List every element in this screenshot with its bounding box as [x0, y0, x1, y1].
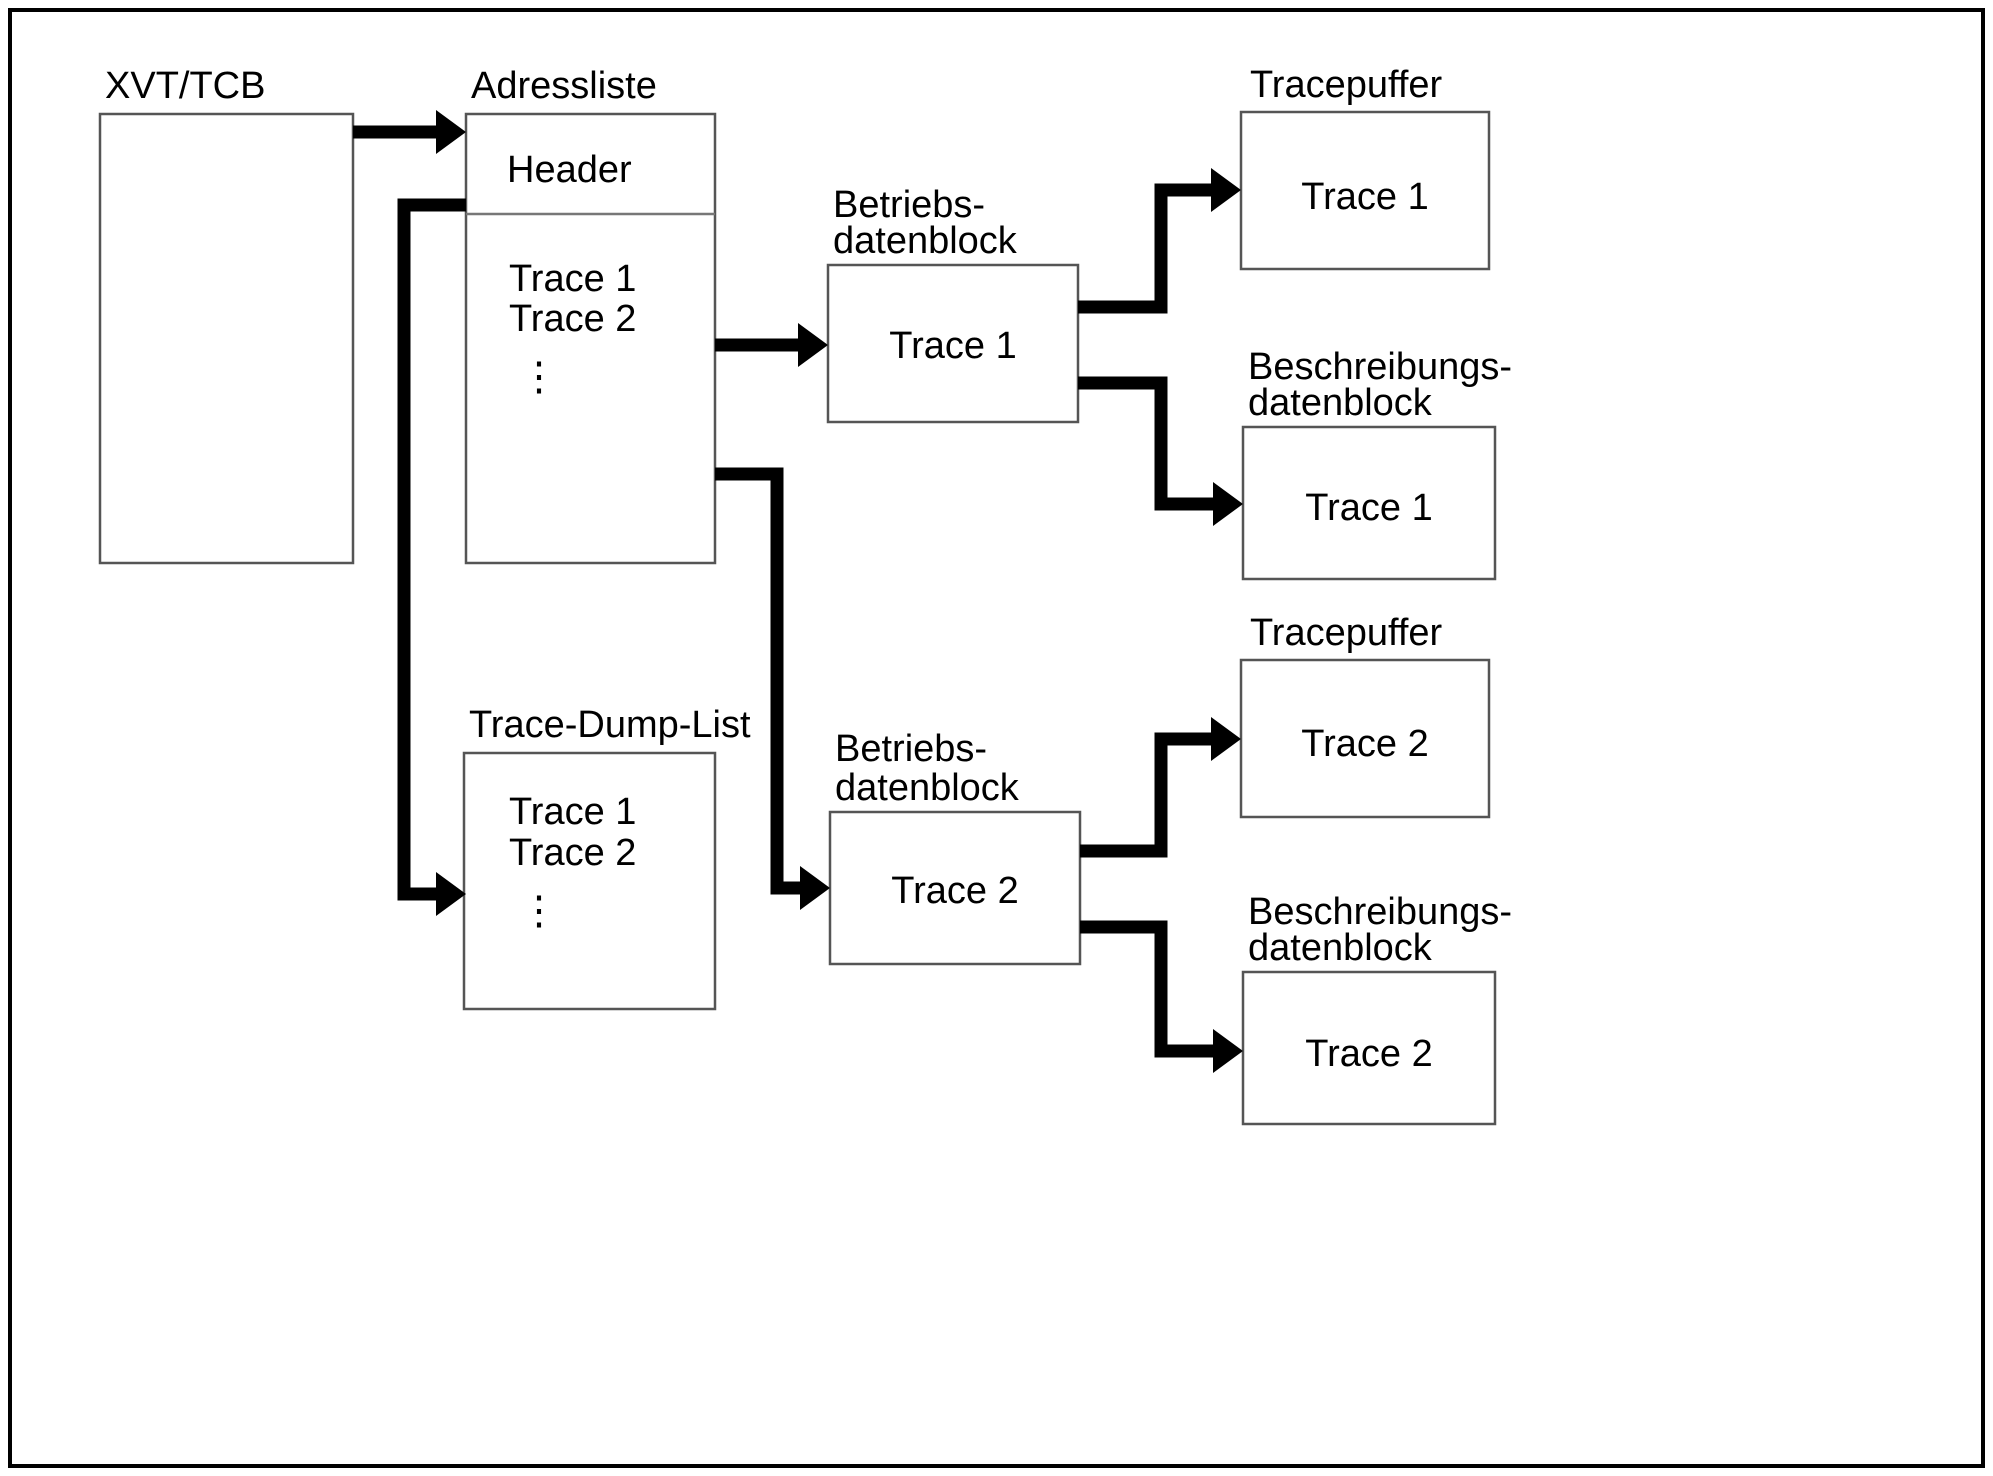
connector-betriebsdatenblock-top-to-beschreibungsdatenblock-top [1078, 376, 1217, 511]
caption-betriebsdatenblock-top-line2: datenblock [833, 220, 1018, 262]
tracepuffer-top-box[interactable] [1239, 110, 1491, 271]
caption-beschreibungsdatenblock-bottom-line2: datenblock [1248, 927, 1433, 969]
adressliste-ellipsis: ⋮ [519, 355, 559, 399]
arrowhead-adressliste-to-trace-dump-list [436, 872, 466, 916]
arrowhead-adressliste-to-betriebsdatenblock-top [798, 323, 828, 367]
adressliste-entry-2: Trace 2 [509, 298, 636, 340]
beschreibungsdatenblock-top-box[interactable] [1241, 425, 1497, 581]
tracepuffer-bottom-box[interactable] [1239, 658, 1491, 819]
betriebsdatenblock-bottom-label: Trace 2 [891, 870, 1018, 912]
arrowhead-betriebsdatenblock-top-to-tracepuffer-top [1211, 168, 1241, 212]
caption-xvt-tcb: XVT/TCB [105, 65, 265, 107]
trace-dump-list-entry-2: Trace 2 [509, 832, 636, 874]
adressliste-entry-1: Trace 1 [509, 258, 636, 300]
betriebsdatenblock-top-label: Trace 1 [889, 325, 1016, 367]
page-frame [8, 8, 1985, 1468]
tracepuffer-bottom-label: Trace 2 [1301, 723, 1428, 765]
beschreibungsdatenblock-top-label: Trace 1 [1305, 487, 1432, 529]
arrowhead-xvt-to-adressliste [436, 110, 466, 154]
caption-beschreibungsdatenblock-top-line2: datenblock [1248, 382, 1433, 424]
arrowhead-betriebsdatenblock-bottom-to-tracepuffer-bottom [1211, 717, 1241, 761]
trace-dump-list-entry-1: Trace 1 [509, 791, 636, 833]
betriebsdatenblock-top-box[interactable] [826, 263, 1080, 424]
connector-betriebsdatenblock-bottom-to-tracepuffer-bottom [1080, 732, 1215, 858]
trace-dump-list-box[interactable] [462, 751, 717, 1011]
adressliste-box[interactable] [464, 112, 717, 565]
caption-betriebsdatenblock-top-line1: Betriebs- [833, 184, 985, 226]
connector-adressliste-to-trace-dump-list [397, 198, 466, 901]
caption-tracepuffer-top: Tracepuffer [1250, 64, 1443, 106]
arrowhead-betriebsdatenblock-bottom-to-beschreibungsdatenblock-bottom [1213, 1029, 1243, 1073]
xvt-tcb-box[interactable] [98, 112, 355, 565]
caption-beschreibungsdatenblock-bottom-line1: Beschreibungs- [1248, 891, 1512, 933]
caption-adressliste: Adressliste [471, 65, 657, 107]
arrowhead-betriebsdatenblock-top-to-beschreibungsdatenblock-top [1213, 482, 1243, 526]
tracepuffer-top-label: Trace 1 [1301, 176, 1428, 218]
beschreibungsdatenblock-bottom-box[interactable] [1241, 970, 1497, 1126]
caption-tracepuffer-bottom: Tracepuffer [1250, 612, 1443, 654]
adressliste-header-label: Header [507, 149, 632, 191]
connector-adressliste-to-betriebsdatenblock-bottom [715, 467, 804, 895]
connector-betriebsdatenblock-bottom-to-beschreibungsdatenblock-bottom [1080, 920, 1217, 1058]
caption-beschreibungsdatenblock-top-line1: Beschreibungs- [1248, 346, 1512, 388]
beschreibungsdatenblock-bottom-label: Trace 2 [1305, 1033, 1432, 1075]
caption-betriebsdatenblock-bottom-line2: datenblock [835, 767, 1020, 809]
connector-betriebsdatenblock-top-to-tracepuffer-top [1078, 183, 1215, 314]
caption-trace-dump-list: Trace-Dump-List [469, 704, 751, 746]
arrowhead-adressliste-to-betriebsdatenblock-bottom [800, 866, 830, 910]
caption-betriebsdatenblock-bottom-line1: Betriebs- [835, 728, 987, 770]
trace-dump-list-ellipsis: ⋮ [519, 889, 559, 933]
betriebsdatenblock-bottom-box[interactable] [828, 810, 1082, 966]
